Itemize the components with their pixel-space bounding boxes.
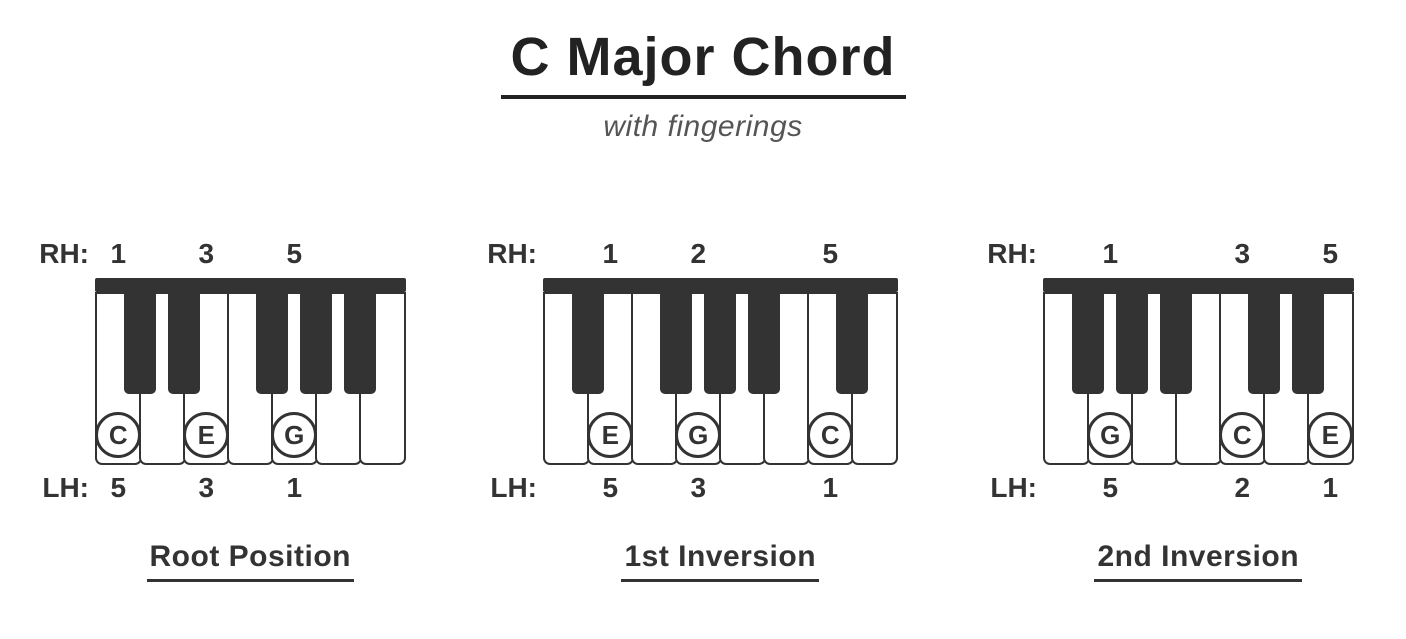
note-circle: C (1219, 412, 1266, 458)
note-circle: E (1307, 412, 1354, 458)
lh-finger-row: LH: 5 3 1 (42, 472, 406, 503)
note-circle: E (587, 412, 634, 458)
rh-finger-row: RH: 1 3 5 (987, 238, 1354, 269)
black-key (256, 291, 289, 394)
note-circle: C (807, 412, 854, 458)
note-circle: C (95, 412, 142, 458)
caption-row: 1st Inversion (543, 540, 898, 582)
rh-finger-number: 1 (1102, 238, 1119, 269)
note-circle: G (675, 412, 722, 458)
keyboard-top-rail (543, 278, 898, 292)
black-key (1160, 291, 1193, 394)
rh-label: RH: (987, 238, 1037, 269)
page-title: C Major Chord (500, 26, 906, 99)
lh-finger-number: 1 (1322, 472, 1339, 503)
lh-finger-row: LH: 5 2 1 (990, 472, 1354, 503)
black-key (1248, 291, 1281, 394)
black-key (704, 291, 737, 394)
diagram-caption: 2nd Inversion (1094, 540, 1303, 582)
lh-finger-number: 5 (602, 472, 619, 503)
black-key (1292, 291, 1325, 394)
rh-finger-number: 5 (286, 238, 303, 269)
diagram-caption: Root Position (146, 540, 354, 582)
rh-label: RH: (487, 238, 537, 269)
black-key (168, 291, 201, 394)
page-subtitle: with fingerings (603, 110, 803, 143)
black-key (572, 291, 605, 394)
rh-finger-number: 2 (690, 238, 707, 269)
caption-row: Root Position (95, 540, 406, 582)
black-key (748, 291, 781, 394)
lh-finger-number: 3 (690, 472, 707, 503)
rh-finger-number: 1 (110, 238, 127, 269)
diagram-caption: 1st Inversion (621, 540, 820, 582)
rh-finger-row: RH: 1 2 5 (487, 238, 898, 269)
rh-finger-number: 5 (822, 238, 839, 269)
lh-label: LH: (42, 472, 89, 503)
rh-finger-row: RH: 1 3 5 (39, 238, 406, 269)
lh-finger-number: 3 (198, 472, 215, 503)
black-key (836, 291, 869, 394)
rh-finger-number: 3 (198, 238, 215, 269)
rh-finger-number: 3 (1234, 238, 1251, 269)
rh-finger-number: 5 (1322, 238, 1339, 269)
lh-finger-number: 5 (1102, 472, 1119, 503)
rh-label: RH: (39, 238, 89, 269)
keyboard-top-rail (1043, 278, 1354, 292)
note-circle: E (183, 412, 230, 458)
black-key (124, 291, 157, 394)
header: C Major Chord (0, 26, 1406, 99)
black-key (344, 291, 377, 394)
black-key (300, 291, 333, 394)
lh-finger-number: 1 (286, 472, 303, 503)
lh-finger-number: 5 (110, 472, 127, 503)
lh-finger-row: LH: 5 3 1 (490, 472, 898, 503)
black-key (1072, 291, 1105, 394)
lh-label: LH: (490, 472, 537, 503)
black-key (1116, 291, 1149, 394)
black-key (660, 291, 693, 394)
note-circle: G (1087, 412, 1134, 458)
lh-finger-number: 2 (1234, 472, 1251, 503)
subheader: with fingerings (0, 110, 1406, 144)
keyboard-top-rail (95, 278, 406, 292)
note-circle: G (271, 412, 318, 458)
rh-finger-number: 1 (602, 238, 619, 269)
caption-row: 2nd Inversion (1043, 540, 1354, 582)
lh-label: LH: (990, 472, 1037, 503)
lh-finger-number: 1 (822, 472, 839, 503)
